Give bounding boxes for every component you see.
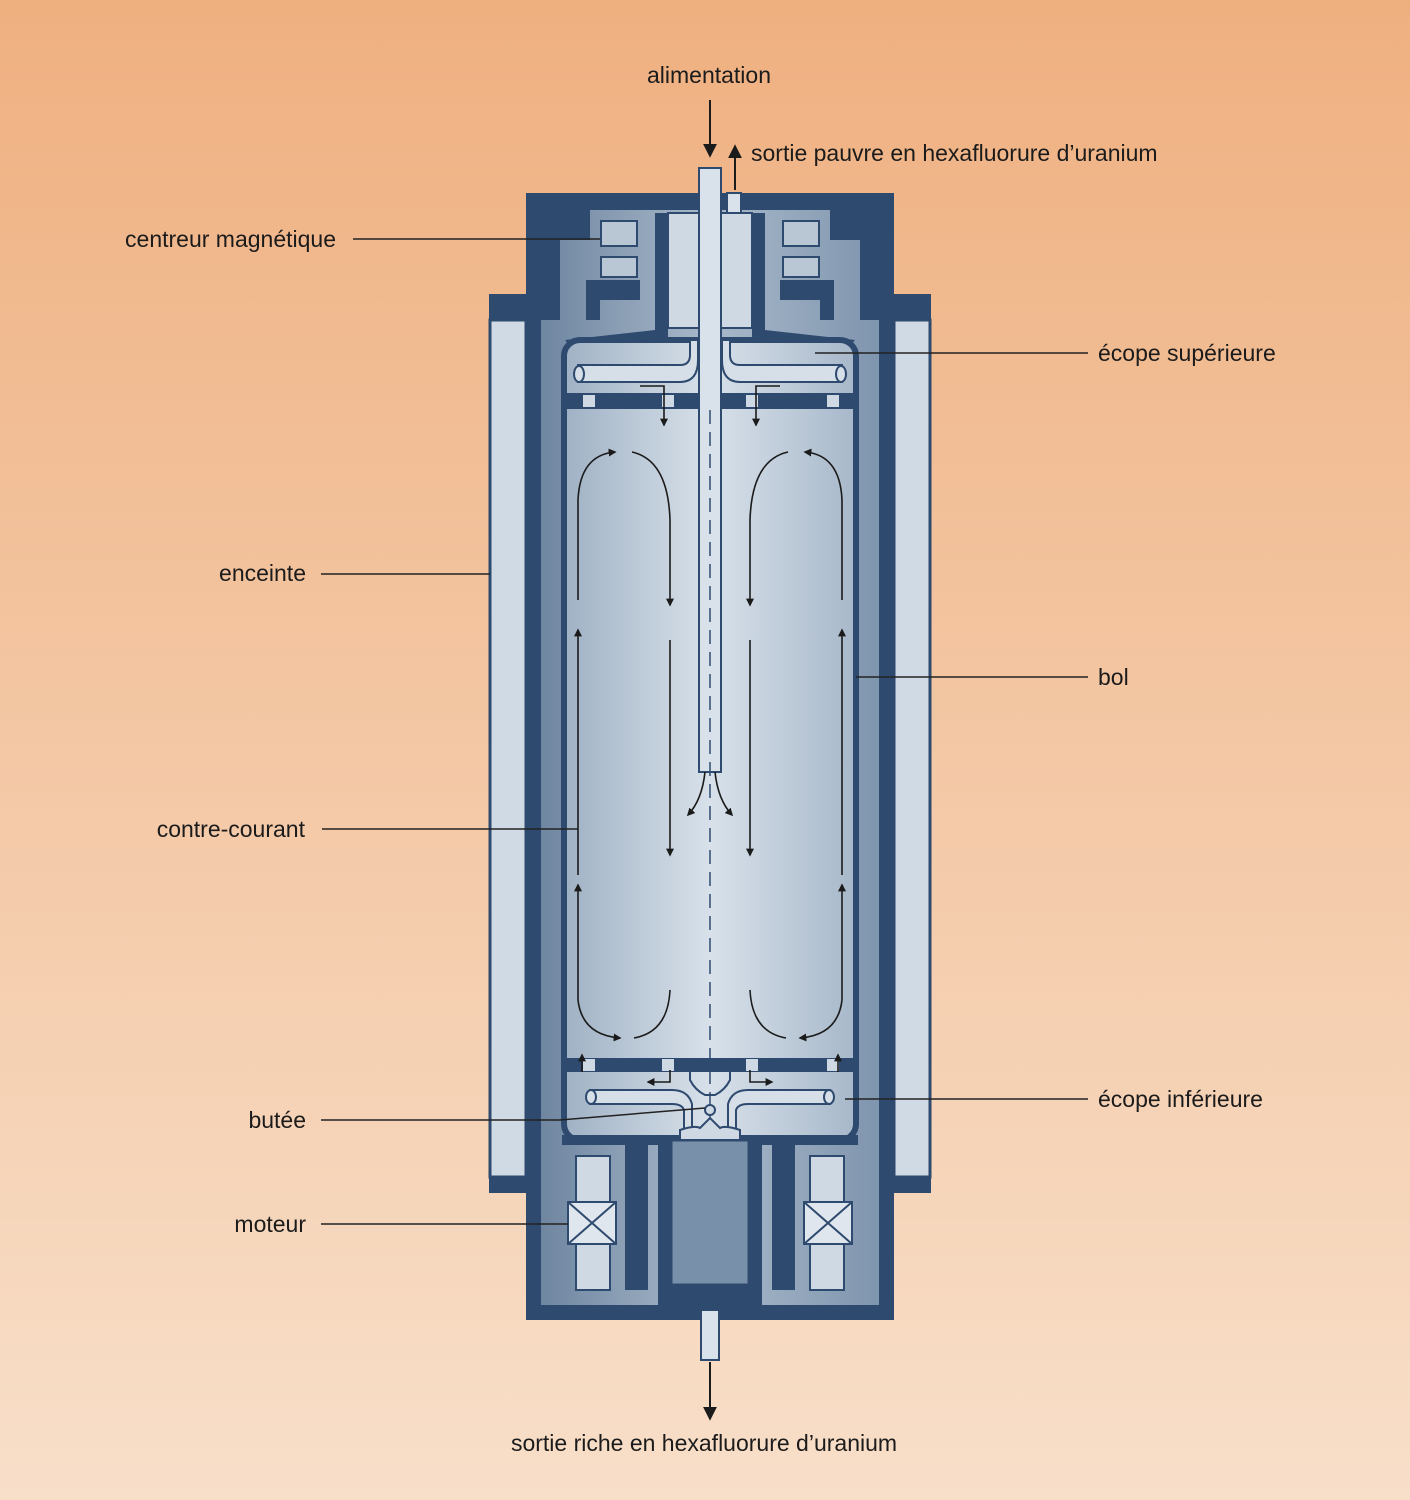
leader-lines xyxy=(321,238,1088,1225)
depleted-outlet-nozzle xyxy=(726,192,742,214)
lower-scoop xyxy=(585,1065,835,1136)
label-upper-scoop: écope supérieure xyxy=(1098,340,1276,366)
enriched-outlet-nozzle xyxy=(700,1309,720,1361)
crossed-box-icon xyxy=(567,1201,853,1245)
casing-wall-left xyxy=(488,318,528,1179)
upper-scoop xyxy=(573,339,847,383)
magnetic-centering-block-right-lower xyxy=(782,256,820,278)
label-casing: enceinte xyxy=(219,560,306,586)
label-motor: moteur xyxy=(234,1211,306,1237)
bottom-assembly xyxy=(562,1104,858,1361)
lower-baffle xyxy=(567,1058,853,1072)
magnetic-centering-block-left-lower xyxy=(600,256,638,278)
label-enriched-outlet: sortie riche en hexafluorure d’uranium xyxy=(511,1430,897,1456)
label-magnetic-centering: centreur magnétique xyxy=(125,226,336,252)
bottom-shaft xyxy=(669,1138,751,1287)
label-counter-current: contre-courant xyxy=(157,816,306,842)
thrust-bearing-pivot xyxy=(704,1104,716,1116)
label-depleted-outlet: sortie pauvre en hexafluorure d’uranium xyxy=(751,140,1158,166)
label-thrust-bearing: butée xyxy=(248,1107,306,1133)
label-feed: alimentation xyxy=(647,62,771,88)
label-lower-scoop: écope inférieure xyxy=(1098,1086,1263,1112)
magnetic-centering-block-right xyxy=(782,220,820,247)
magnetic-centering-block-left xyxy=(600,220,638,247)
label-bowl: bol xyxy=(1098,664,1129,690)
counter-current-flow xyxy=(574,385,846,1086)
external-flow-arrows xyxy=(703,100,742,1421)
casing-wall-right xyxy=(892,318,932,1179)
